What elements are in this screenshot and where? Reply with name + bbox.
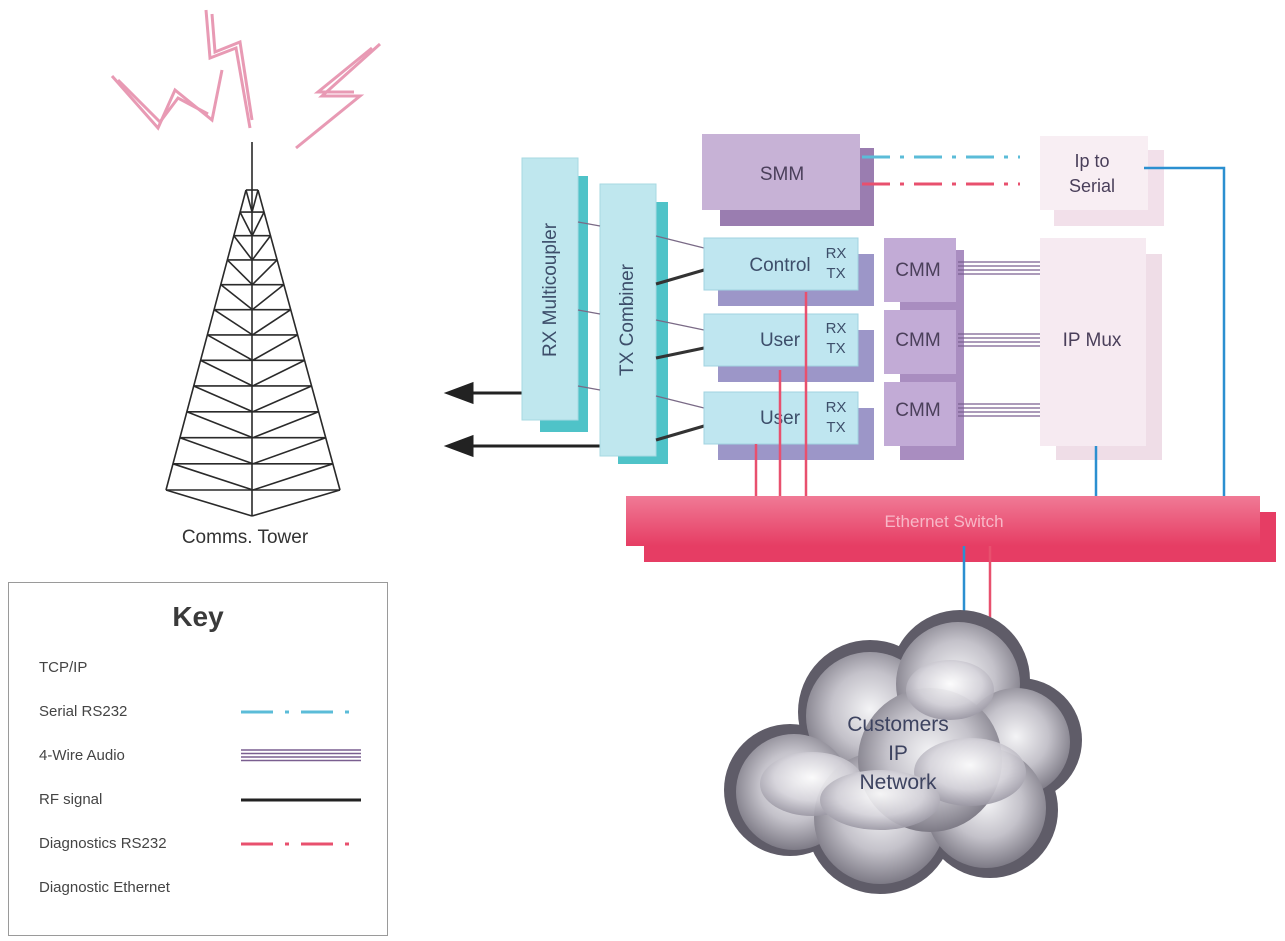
tower-brace: [252, 334, 298, 362]
cmm-stack: CMM CMM CMM: [884, 238, 964, 460]
tower-brace: [251, 211, 265, 237]
tower-brace: [172, 463, 254, 491]
key-legend: Key TCP/IP Serial RS232 4-Wire Audio RF …: [8, 582, 388, 936]
tower-brace: [213, 308, 253, 336]
radio-user-2: User RX TX: [703, 391, 874, 460]
key-label-serial-rs232: Serial RS232: [39, 703, 128, 720]
ip-to-serial-line1: Ip to: [1074, 151, 1109, 171]
key-label-diagnostic-ethernet: Diagnostic Ethernet: [39, 879, 170, 896]
cmm-2-label: CMM: [895, 330, 940, 351]
radio-control-rx: RX: [826, 245, 847, 262]
tower-brace: [252, 436, 326, 465]
tx-combiner-label: TX Combiner: [617, 263, 638, 376]
cloud-line-1: Customers: [847, 713, 949, 736]
key-label-diagnostics-rs232: Diagnostics RS232: [39, 835, 167, 852]
tower-brace: [193, 385, 254, 413]
smm-label: SMM: [760, 164, 804, 185]
tower-label: Comms. Tower: [182, 527, 309, 548]
rf-output-arrows: [443, 381, 602, 458]
tower-brace: [251, 235, 272, 261]
tower-brace: [179, 436, 254, 465]
comms-tower-icon: [165, 142, 341, 517]
key-label-tcpip: TCP/IP: [39, 659, 88, 676]
key-label-4-wire-audio: 4-Wire Audio: [39, 747, 125, 764]
tower-brace: [252, 308, 292, 336]
cloud-line-3: Network: [859, 771, 937, 794]
key-label-rf-signal: RF signal: [39, 791, 103, 808]
four-wire-audio-links: [958, 261, 1042, 417]
rf-signal-links: [655, 268, 705, 442]
rf-internal-links: [577, 221, 705, 409]
rx-multicoupler: RX Multicoupler: [521, 157, 588, 432]
tower-brace: [251, 189, 259, 213]
cmm-1-label: CMM: [895, 260, 940, 281]
radio-user-2-rx: RX: [826, 399, 847, 416]
radio-user-1-rx: RX: [826, 320, 847, 337]
tower-brace: [252, 411, 319, 439]
tower-brace: [251, 259, 278, 286]
cmm-3-label: CMM: [895, 400, 940, 421]
ethernet-switch-label: Ethernet Switch: [884, 512, 1003, 531]
radio-control-tx: TX: [826, 265, 845, 282]
tower-brace: [252, 359, 305, 387]
tower-brace: [233, 235, 253, 261]
tower-brace: [251, 284, 285, 311]
key-title: Key: [172, 601, 224, 632]
tower-brace: [226, 259, 253, 286]
tower-brace: [206, 334, 253, 362]
tower-brace: [186, 411, 254, 439]
radio-user-1-tx: TX: [826, 340, 845, 357]
key-sample-4-wire-audio: [241, 749, 361, 762]
radio-user-1-name: User: [760, 330, 801, 351]
tower-brace: [220, 284, 253, 311]
key-sample-rf-signal: [241, 798, 361, 802]
radio-user-2-tx: TX: [826, 419, 845, 436]
radio-user-1: User RX TX: [703, 313, 874, 382]
lightning-icon: [110, 9, 382, 150]
cloud-line-2: IP: [888, 742, 908, 765]
radio-control: Control RX TX: [703, 237, 874, 306]
rx-multicoupler-label: RX Multicoupler: [540, 222, 561, 357]
diagnostic-ethernet-links: [754, 166, 1226, 498]
tower-brace: [252, 385, 312, 413]
ip-to-serial-line2: Serial: [1069, 176, 1115, 196]
tx-combiner: TX Combiner: [599, 183, 668, 464]
smm-module: SMM: [702, 134, 874, 226]
key-sample-diagnostics-rs232: [241, 842, 361, 846]
key-sample-serial-rs232: [241, 710, 361, 714]
tower-brace: [245, 189, 253, 213]
ethernet-switch: Ethernet Switch: [626, 496, 1276, 562]
customers-network-cloud-icon: Customers IP Network: [724, 610, 1082, 894]
tower-brace: [239, 211, 253, 237]
ip-mux-label: IP Mux: [1063, 330, 1122, 351]
ip-mux-module: IP Mux: [1040, 238, 1162, 460]
ip-to-serial-module: Ip to Serial: [1040, 136, 1164, 226]
tower-brace: [200, 359, 254, 387]
tower-brace: [252, 463, 334, 491]
radio-control-name: Control: [749, 255, 810, 276]
